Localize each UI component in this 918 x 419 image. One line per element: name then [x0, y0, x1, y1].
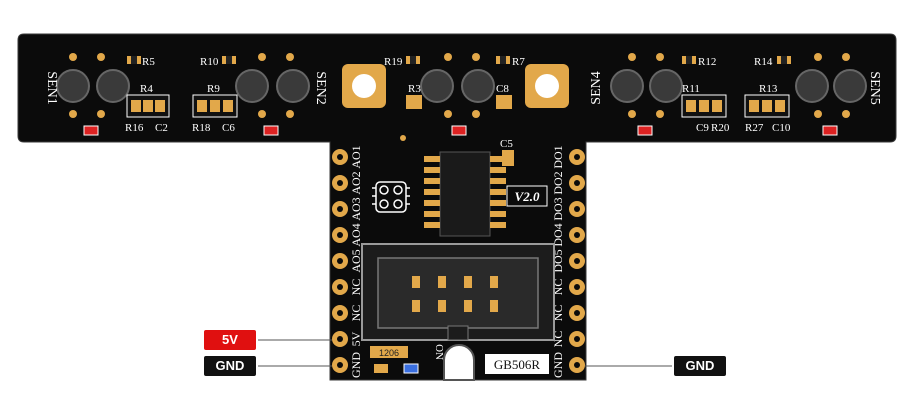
right-header-holes — [574, 154, 580, 368]
sensor-label-sen2: SEN2 — [313, 71, 328, 104]
label-r18: R18 — [192, 122, 211, 134]
sensor-label-sen4: SEN4 — [589, 71, 604, 104]
sensor-label-sen5: SEN5 — [867, 71, 882, 104]
model-label-box — [485, 354, 549, 374]
pin-label-left-6: NC — [349, 279, 363, 296]
chip-logo-icon — [372, 181, 410, 213]
label-r27: R27 — [745, 122, 764, 134]
version-label: V2.0 — [515, 189, 540, 204]
ic-chip — [424, 151, 506, 237]
pin-label-left-3: AO3 — [349, 197, 363, 220]
label-c2: C2 — [155, 122, 168, 134]
label-r12: R12 — [698, 56, 716, 68]
label-r14: R14 — [754, 56, 773, 68]
label-r4: R4 — [140, 83, 153, 95]
ir-sensor-pair-5 — [795, 69, 867, 103]
pin-label-left-1: AO1 — [349, 145, 363, 168]
ir-sensor-pair-4 — [610, 69, 683, 103]
sensor-label-sen1: SEN1 — [44, 71, 59, 104]
smd-pad-a — [374, 364, 388, 373]
smd-1206-chip — [370, 346, 408, 358]
indicator-leds — [83, 125, 838, 136]
pin-label-left-5: AO5 — [349, 249, 363, 272]
pin-label-right-9: GND — [551, 352, 565, 378]
bottom-cutout — [443, 344, 475, 381]
label-c8: C8 — [496, 83, 509, 95]
pin-label-left-2: AO2 — [349, 171, 363, 194]
model-label: GB506R — [494, 357, 541, 372]
box-connector — [361, 243, 555, 341]
label-c5: C5 — [500, 138, 513, 150]
switch-label: ON — [433, 344, 445, 360]
pin-label-left-7: NC — [349, 305, 363, 322]
ir-sensor-pair-2 — [235, 69, 310, 103]
callout-gnd-right: GND — [674, 356, 726, 376]
pin-label-right-1: DO1 — [551, 145, 565, 168]
callout-gnd-left: GND — [204, 356, 256, 376]
callout-5v: 5V — [204, 330, 256, 350]
label-r19: R19 — [384, 56, 403, 68]
label-r10: R10 — [200, 56, 219, 68]
pin-label-left-4: AO4 — [349, 223, 363, 246]
label-r16: R16 — [125, 122, 144, 134]
label-c6: C6 — [222, 122, 235, 134]
label-r7: R7 — [512, 56, 525, 68]
sensor-pads — [69, 53, 850, 141]
left-header-holes — [337, 154, 343, 368]
label-r3: R3 — [408, 83, 421, 95]
ir-sensor-pair-1 — [56, 69, 130, 103]
label-r5: R5 — [142, 56, 155, 68]
label-c10: C10 — [772, 122, 791, 134]
label-c9: C9 — [696, 122, 709, 134]
chip-code-label: 1206 — [379, 348, 399, 358]
pin-label-right-2: DO2 — [551, 171, 565, 194]
pin-label-right-4: DO4 — [551, 223, 565, 246]
ir-sensor-pair-3 — [420, 69, 495, 103]
version-box — [506, 185, 548, 207]
pin-label-left-8: 5V — [349, 331, 363, 346]
label-r9: R9 — [207, 83, 220, 95]
mounting-hole-right — [525, 64, 569, 108]
mounting-hole-left — [342, 64, 386, 108]
label-r13: R13 — [759, 83, 778, 95]
label-r11: R11 — [682, 83, 700, 95]
pin-label-right-3: DO3 — [551, 197, 565, 220]
label-r20: R20 — [711, 122, 730, 134]
pin-label-left-9: GND — [349, 352, 363, 378]
power-led — [403, 363, 419, 374]
